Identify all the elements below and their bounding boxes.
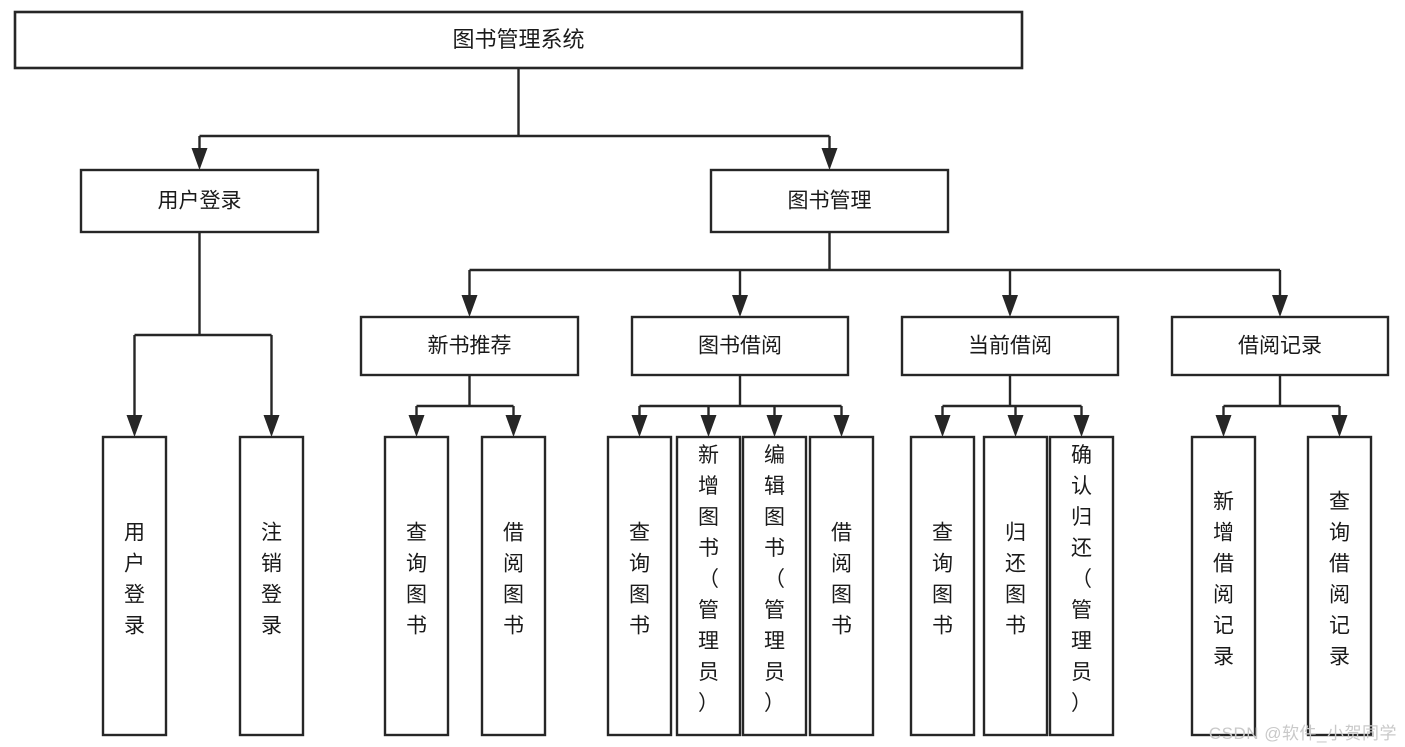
node-leaf-user-logout[interactable]: 注销登录 (238, 435, 305, 737)
node-box (900, 315, 1120, 377)
node-box (101, 435, 168, 737)
node-leaf-user-login[interactable]: 用户登录 (101, 435, 168, 737)
connector-group (1215, 375, 1348, 437)
node-box (13, 10, 1024, 70)
node-box (1048, 435, 1115, 737)
arrow-head-icon (1331, 415, 1348, 437)
node-leaf-confirm-return-admin[interactable]: 确认归还（管理员） (1048, 435, 1115, 737)
node-root[interactable]: 图书管理系统 (13, 10, 1024, 70)
node-box (606, 435, 673, 737)
node-label: 新书推荐 (428, 335, 512, 358)
arrow-head-icon (821, 148, 838, 170)
node-box (1170, 315, 1390, 377)
arrow-head-icon (732, 295, 748, 317)
node-box (709, 168, 950, 234)
node-user-login[interactable]: 用户登录 (79, 168, 320, 234)
node-box (630, 315, 850, 377)
node-box (79, 168, 320, 234)
node-label: 新增图书（管理员） (698, 444, 719, 715)
connector-layer (126, 68, 1348, 437)
node-leaf-return-book[interactable]: 归还图书 (982, 435, 1049, 737)
node-label: 新增借阅记录 (1213, 491, 1234, 669)
node-leaf-add-borrow-record[interactable]: 新增借阅记录 (1190, 435, 1257, 737)
node-label: 图书管理 (788, 190, 872, 213)
node-leaf-add-book-admin[interactable]: 新增图书（管理员） (675, 435, 742, 737)
arrow-head-icon (1215, 415, 1232, 437)
node-label: 查询图书 (629, 522, 650, 638)
arrow-head-icon (263, 415, 280, 437)
node-box (675, 435, 742, 737)
node-label: 编辑图书（管理员） (764, 444, 785, 715)
node-label: 归还图书 (1005, 522, 1026, 638)
node-label: 当前借阅 (968, 335, 1052, 358)
node-box (480, 435, 547, 737)
node-label: 图书管理系统 (452, 27, 584, 52)
arrow-head-icon (934, 415, 951, 437)
arrow-head-icon (1073, 415, 1090, 437)
node-book-borrow[interactable]: 图书借阅 (630, 315, 850, 377)
connector-group (934, 375, 1090, 437)
node-label: 查询借阅记录 (1329, 491, 1350, 669)
node-leaf-edit-book-admin[interactable]: 编辑图书（管理员） (741, 435, 808, 737)
connector-group (191, 68, 838, 170)
node-label: 用户登录 (124, 522, 145, 638)
node-leaf-query-book-borrow[interactable]: 查询图书 (606, 435, 673, 737)
node-label: 查询图书 (406, 522, 427, 638)
node-label: 图书借阅 (698, 335, 782, 358)
node-label: 借阅记录 (1238, 335, 1322, 358)
arrow-head-icon (1272, 295, 1288, 317)
node-box (359, 315, 580, 377)
arrow-head-icon (461, 295, 478, 317)
node-leaf-query-book-rec[interactable]: 查询图书 (383, 435, 450, 737)
arrow-head-icon (700, 415, 717, 437)
node-box (383, 435, 450, 737)
arrow-head-icon (505, 415, 522, 437)
node-new-book-recommend[interactable]: 新书推荐 (359, 315, 580, 377)
arrow-head-icon (631, 415, 648, 437)
arrow-head-icon (408, 415, 425, 437)
node-label: 注销登录 (261, 522, 282, 638)
node-box (909, 435, 976, 737)
arrow-head-icon (1002, 295, 1018, 317)
arrow-head-icon (1007, 415, 1024, 437)
node-label: 借阅图书 (503, 522, 524, 638)
connector-group (461, 232, 1288, 317)
node-leaf-borrow-book-rec[interactable]: 借阅图书 (480, 435, 547, 737)
node-current-borrow[interactable]: 当前借阅 (900, 315, 1120, 377)
node-leaf-query-borrow-record[interactable]: 查询借阅记录 (1306, 435, 1373, 737)
node-leaf-borrow-book[interactable]: 借阅图书 (808, 435, 875, 737)
node-box (982, 435, 1049, 737)
node-box (1306, 435, 1373, 737)
node-box (1190, 435, 1257, 737)
arrow-head-icon (191, 148, 208, 170)
node-book-manage[interactable]: 图书管理 (709, 168, 950, 234)
arrow-head-icon (766, 415, 783, 437)
node-box (741, 435, 808, 737)
arrow-head-icon (126, 415, 143, 437)
node-box (238, 435, 305, 737)
connector-group (126, 232, 280, 437)
connector-group (408, 375, 522, 437)
arrow-head-icon (833, 415, 850, 437)
node-leaf-query-book-current[interactable]: 查询图书 (909, 435, 976, 737)
node-label: 借阅图书 (831, 522, 852, 638)
node-layer: 图书管理系统用户登录图书管理新书推荐图书借阅当前借阅借阅记录用户登录注销登录查询… (13, 10, 1390, 737)
node-label: 用户登录 (158, 190, 242, 213)
node-box (808, 435, 875, 737)
node-label: 确认归还（管理员） (1071, 444, 1092, 715)
node-label: 查询图书 (932, 522, 953, 638)
node-borrow-record[interactable]: 借阅记录 (1170, 315, 1390, 377)
connector-group (631, 375, 850, 437)
